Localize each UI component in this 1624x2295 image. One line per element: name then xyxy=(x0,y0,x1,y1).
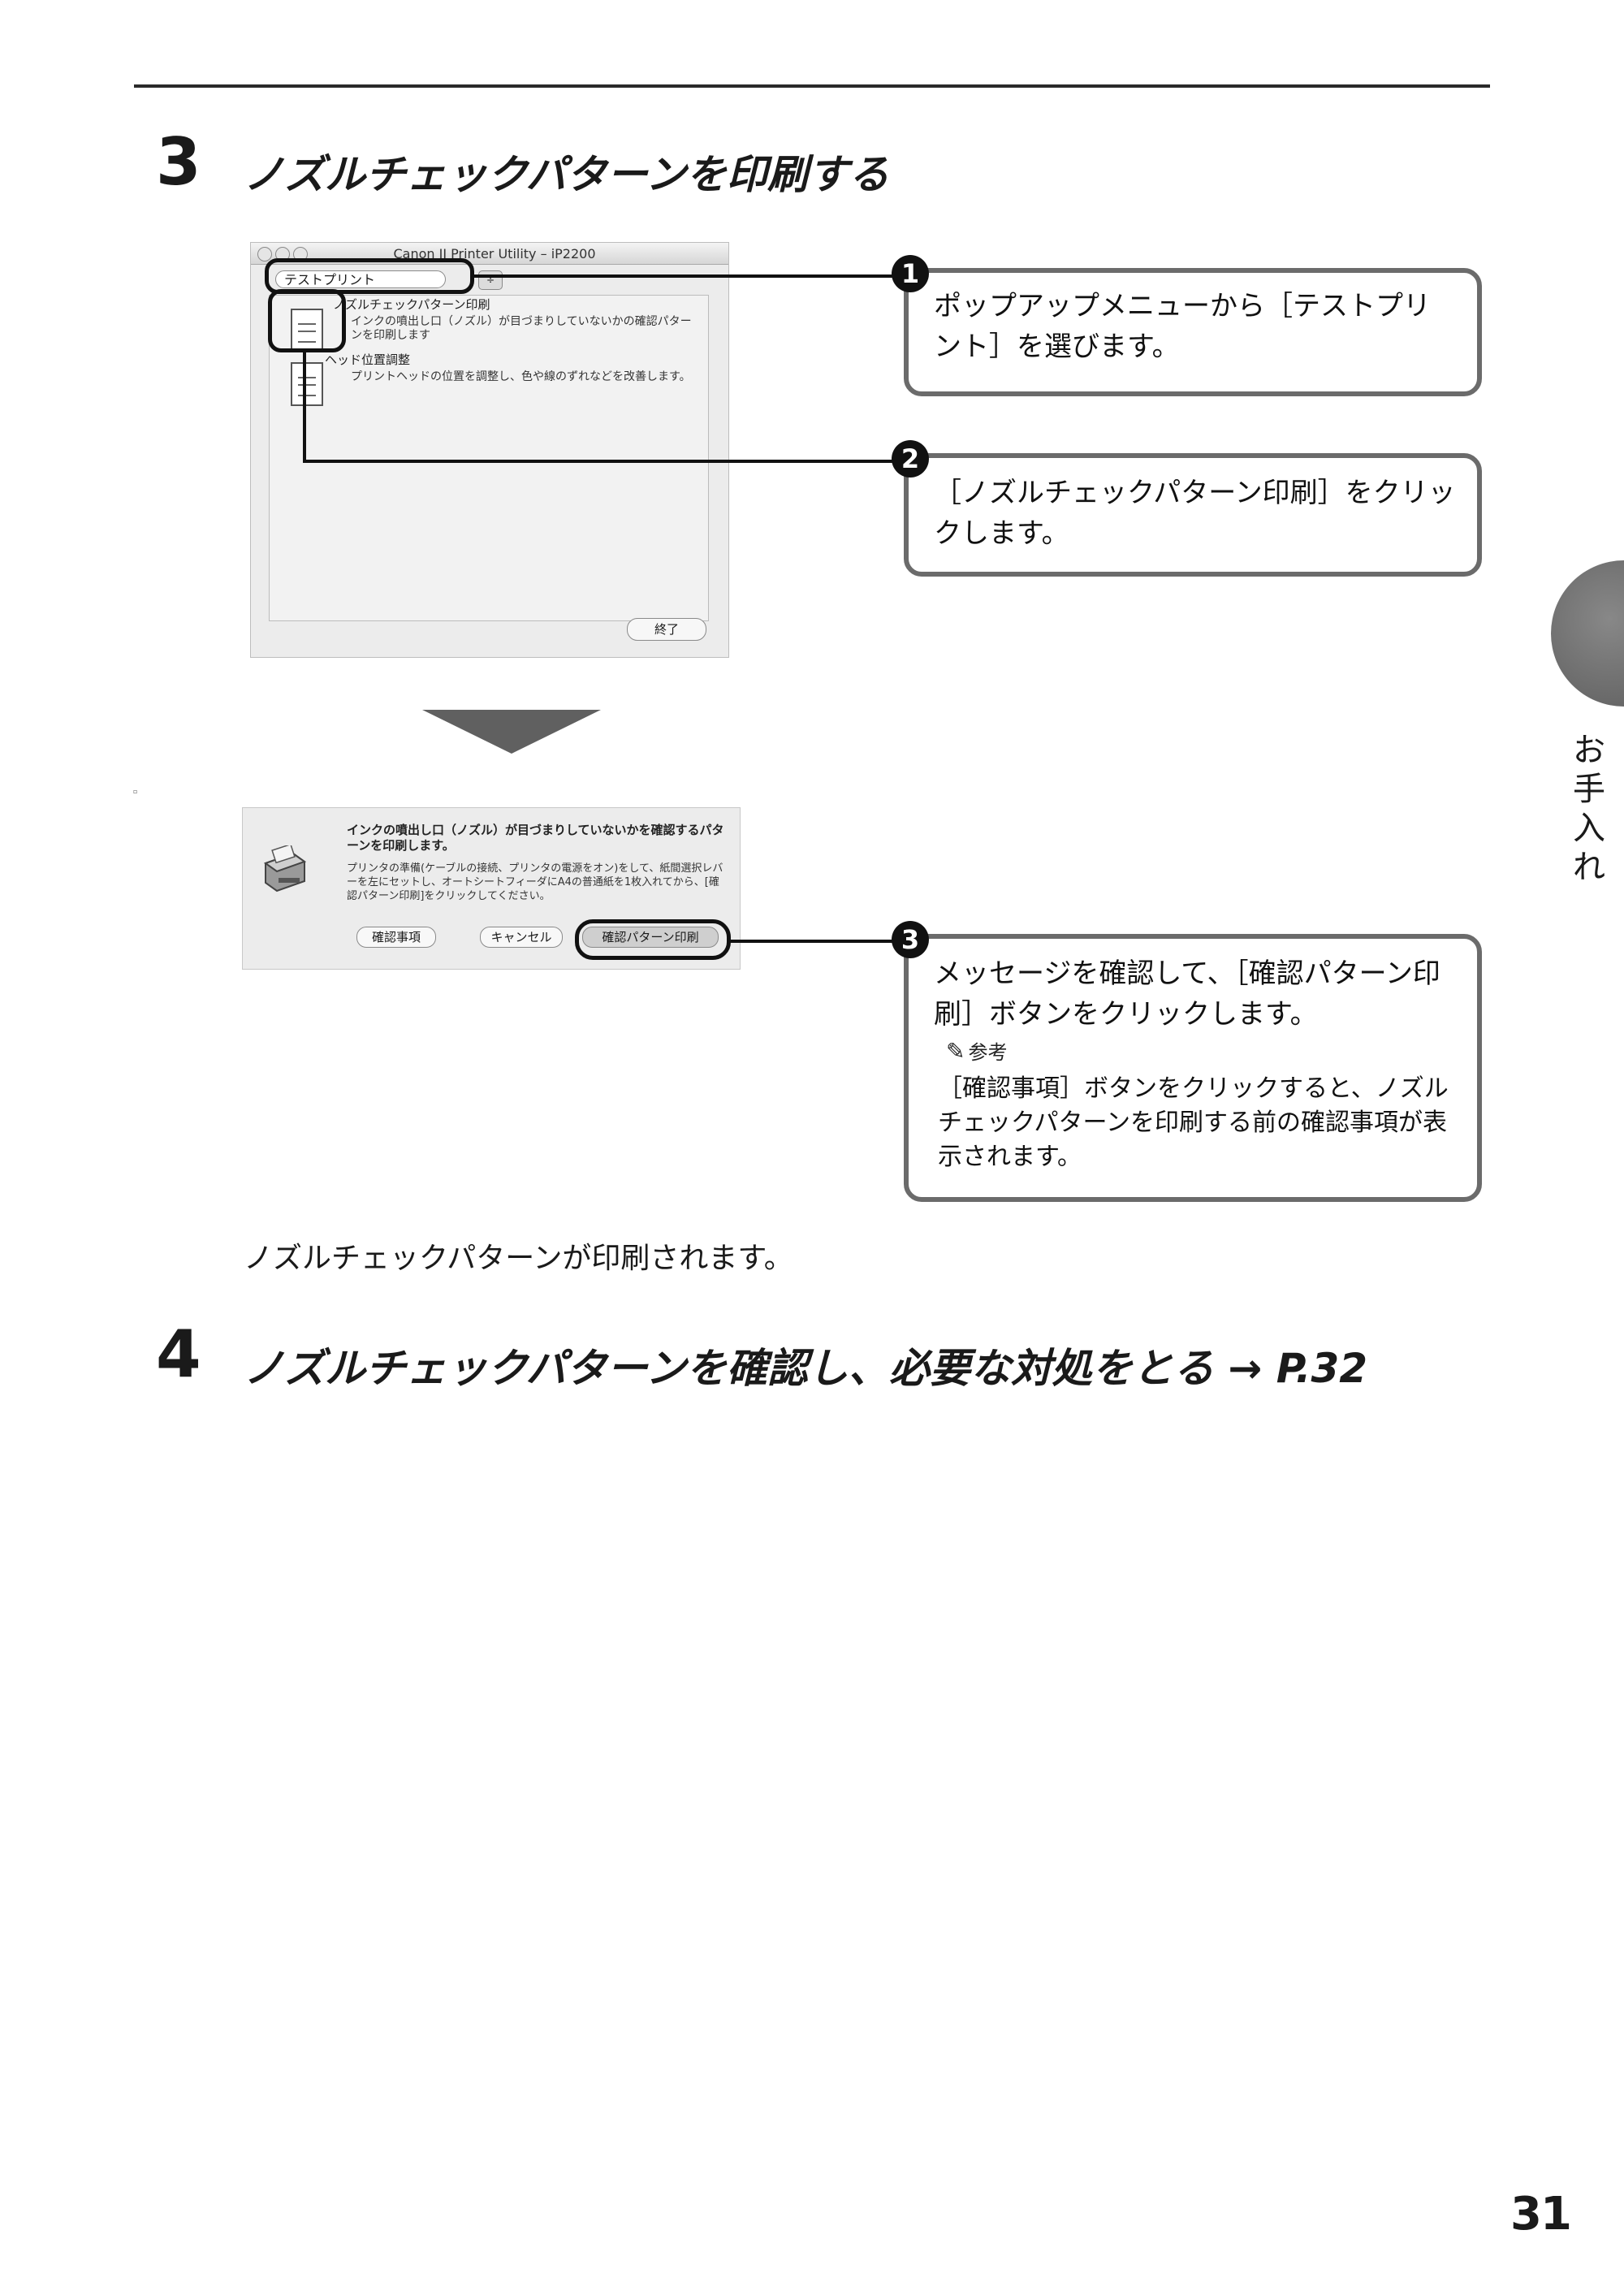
head-alignment-document-icon[interactable] xyxy=(291,362,323,406)
transition-arrow-icon xyxy=(422,710,601,754)
step-3-number: 3 xyxy=(156,124,201,200)
function-popup-menu[interactable]: テストプリント xyxy=(275,270,446,288)
nozzle-check-confirmation-dialog: インクの噴出し口（ノズル）が目づまりしていないかを確認するパターンを印刷します。… xyxy=(242,807,741,970)
printer-icon xyxy=(263,845,307,892)
callout-1-text: ポップアップメニューから［テストプリント］を選びます。 xyxy=(934,290,1431,363)
callout-2-connector-vertical xyxy=(303,351,306,461)
callout-3-connector xyxy=(729,940,911,943)
dialog-body: プリンタの準備(ケーブルの接続、プリンタの電源をオン)をして、紙間選択レバーを左… xyxy=(347,862,723,902)
top-rule xyxy=(134,84,1490,88)
window-title: Canon IJ Printer Utility – iP2200 xyxy=(393,246,596,261)
callout-3-badge: 3 xyxy=(892,921,929,958)
nozzle-icon-highlight xyxy=(268,289,346,352)
function-panel: ノズルチェックパターン印刷 インクの噴出し口（ノズル）が目づまりしていないかの確… xyxy=(269,295,709,621)
popup-highlight xyxy=(265,258,474,294)
step-4-title: ノズルチェックパターンを確認し、必要な対処をとる → P.32 xyxy=(244,1345,1368,1392)
print-pattern-highlight xyxy=(575,919,731,960)
callout-2-connector xyxy=(303,460,911,463)
section-tab-marker xyxy=(1551,560,1624,707)
step-3-title: ノズルチェックパターンを印刷する xyxy=(244,151,889,198)
confirm-items-button[interactable]: 確認事項 xyxy=(356,927,436,948)
callout-1-connector xyxy=(473,274,911,278)
nozzle-check-document-icon[interactable] xyxy=(291,309,323,352)
callout-3-text: メッセージを確認して、［確認パターン印刷］ボタンをクリックします。 xyxy=(934,957,1440,1031)
close-window-icon[interactable] xyxy=(257,247,272,261)
reference-label: 参考 xyxy=(968,1041,1008,1064)
registration-mark: ▫ xyxy=(133,788,138,795)
nozzle-check-description: インクの噴出し口（ノズル）が目づまりしていないかの確認パターンを印刷します xyxy=(351,315,692,342)
head-alignment-description: プリントヘッドの位置を調整し、色や線のずれなどを改善します。 xyxy=(351,370,691,383)
reference-text: ［確認事項］ボタンをクリックすると、ノズルチェックパターンを印刷する前の確認事項… xyxy=(938,1074,1449,1171)
nozzle-check-label[interactable]: ノズルチェックパターン印刷 xyxy=(333,297,490,312)
result-text: ノズルチェックパターンが印刷されます。 xyxy=(244,1242,793,1275)
print-pattern-button[interactable]: 確認パターン印刷 xyxy=(582,927,719,948)
pen-icon: ✎ xyxy=(946,1038,965,1065)
step-4-number: 4 xyxy=(156,1316,201,1392)
page-number: 31 xyxy=(1510,2188,1572,2241)
callout-1-box xyxy=(904,268,1482,396)
callout-2-text: ［ノズルチェックパターン印刷］をクリックします。 xyxy=(934,477,1456,550)
dialog-title: インクの噴出し口（ノズル）が目づまりしていないかを確認するパターンを印刷します。 xyxy=(347,823,724,853)
cancel-button[interactable]: キャンセル xyxy=(480,927,563,948)
head-alignment-label[interactable]: ヘッド位置調整 xyxy=(325,352,411,367)
reference-tag: ✎参考 xyxy=(938,1037,1018,1066)
section-tab-label: お手入れ xyxy=(1573,732,1605,886)
callout-2-box xyxy=(904,453,1482,577)
callout-2-badge: 2 xyxy=(892,440,929,478)
end-button[interactable]: 終了 xyxy=(627,618,706,641)
callout-3-box xyxy=(904,934,1482,1202)
callout-1-badge: 1 xyxy=(892,255,929,292)
popup-arrow-icon[interactable]: ÷ xyxy=(478,270,503,290)
